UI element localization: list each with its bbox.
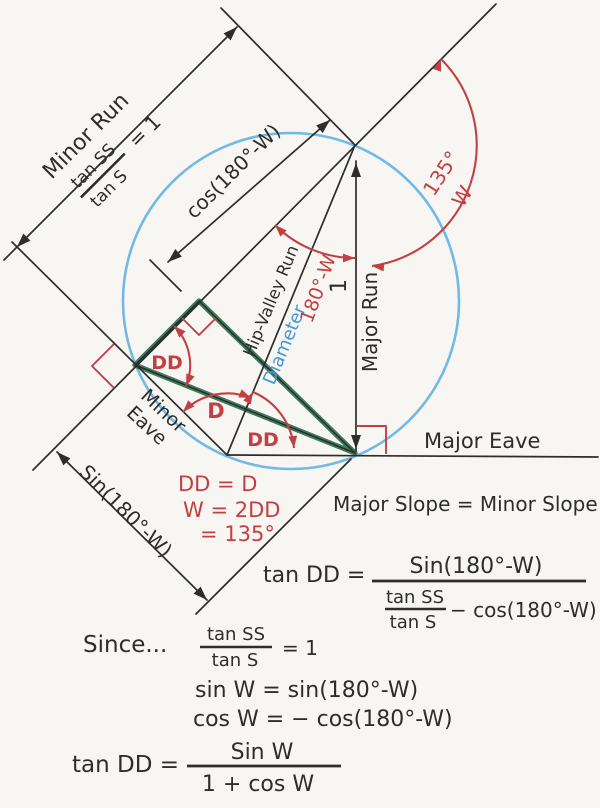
minor-eave-label: Minor Eave (122, 385, 190, 450)
arrow (432, 59, 442, 72)
f1-den-frac-num: tan SS (386, 587, 444, 608)
red-right-angle-squares (91, 317, 387, 454)
formula-3: sin W = sin(180°-W) (195, 678, 418, 703)
arrow (275, 225, 287, 237)
f2-num: tan SS (207, 624, 265, 645)
circle-outline (121, 131, 461, 471)
f5-num: Sin W (231, 740, 294, 765)
arrow (316, 120, 330, 133)
dd-corner-label: DD (247, 429, 279, 451)
minor-ridge-line (220, 7, 356, 146)
line-through-hip (32, 3, 497, 471)
dimension-lines (3, 26, 357, 601)
formula-1: tan DD = Sin(180°-W) tan SS tan S − cos(… (263, 554, 597, 633)
f2-den: tan S (212, 650, 259, 671)
triangle-core-2 (198, 300, 356, 454)
red-note-3: = 135° (200, 522, 275, 546)
f1-den-rest: − cos(180°-W) (450, 598, 597, 622)
arrow (174, 326, 186, 338)
minor-run-frac-bar (79, 152, 126, 199)
dd-left-label: DD (151, 352, 183, 374)
arrow (243, 392, 253, 405)
f2-rhs: = 1 (282, 636, 318, 660)
arrow (168, 249, 182, 262)
f5-den: 1 + cos W (202, 772, 314, 797)
minor-run-dim-line (3, 26, 238, 261)
sin-dim-label: Sin(180°-W) (75, 460, 177, 562)
structure-lines (11, 3, 599, 615)
formula-4: cos W = − cos(180°-W) (193, 707, 453, 732)
black-arrowheads (17, 27, 361, 600)
w-name-label: W (447, 181, 478, 211)
arrow (183, 400, 195, 412)
sin-dim-line (56, 451, 208, 601)
arrow (372, 262, 385, 272)
minor-run-frac-rhs: = 1 (123, 110, 165, 152)
right-angle-at-major-vertex (357, 425, 387, 454)
triangle-core-1 (134, 300, 200, 366)
arc-135-w (371, 58, 478, 268)
right-angle-at-minor-vertex (91, 343, 115, 389)
sin-extension-line (195, 458, 352, 615)
cos-dim-tick (149, 259, 182, 292)
d-corner-label: D (207, 399, 224, 423)
slope-identity: Major Slope = Minor Slope (333, 492, 598, 516)
arrow (186, 373, 195, 386)
red-note-2: W = 2DD (183, 498, 280, 522)
major-run-label: Major Run (358, 272, 382, 372)
arrow (57, 452, 71, 466)
f1-lhs: tan DD = (263, 563, 365, 588)
circle (121, 131, 461, 471)
arrow (17, 233, 31, 247)
f1-numerator: Sin(180°-W) (410, 554, 543, 579)
arrow (193, 586, 207, 600)
f5-lhs: tan DD = (72, 752, 179, 778)
formula-2: tan SS tan S = 1 (200, 624, 318, 671)
minor-run-dim-label: Minor Run tan SS tan S = 1 (38, 88, 165, 211)
cos-dim-label: cos(180°-W) (181, 119, 285, 223)
minor-eave-line (11, 241, 228, 456)
red-angle-arcs (173, 58, 478, 449)
formula-5: tan DD = Sin W 1 + cos W (72, 740, 341, 797)
red-arrowheads (174, 59, 442, 448)
since-label: Since... (83, 632, 167, 658)
right-angle-at-foot (181, 317, 217, 336)
triangle-core-3 (134, 364, 356, 454)
cos-dim-line (167, 119, 331, 263)
arrow (351, 435, 361, 449)
arrow (238, 389, 251, 398)
arrow (223, 27, 237, 41)
hip-valley-diameter-line (226, 144, 356, 456)
major-eave-label: Major Eave (424, 429, 540, 453)
major-eave-line (226, 454, 599, 458)
red-note-1: DD = D (178, 472, 257, 496)
arrow (288, 435, 298, 448)
f1-den-frac-den: tan S (390, 612, 437, 633)
arrow (343, 253, 355, 263)
arrow (351, 163, 361, 177)
major-run-value: 1 (327, 279, 352, 293)
